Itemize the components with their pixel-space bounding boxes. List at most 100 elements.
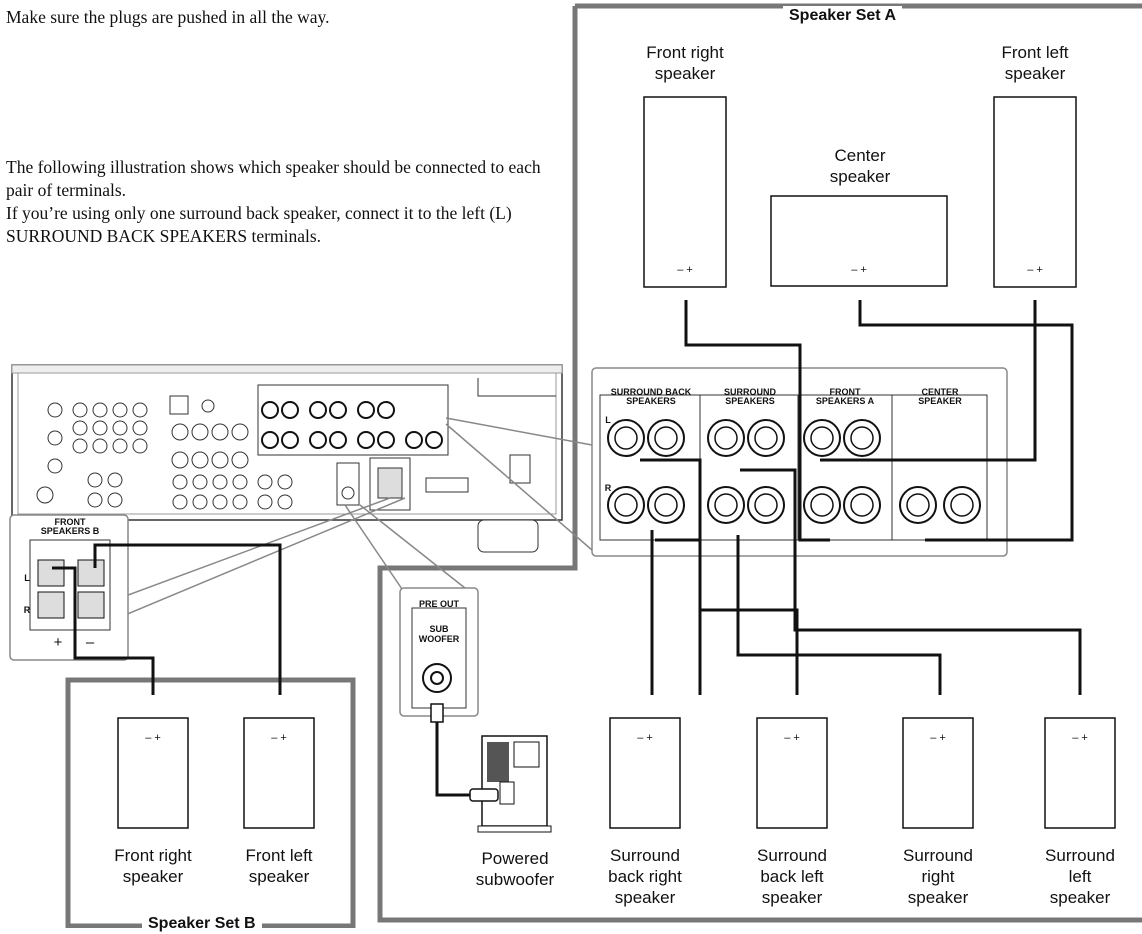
label-line: right — [921, 867, 955, 886]
label-line: speaker — [829, 167, 891, 186]
front-b-minus: – — [85, 634, 95, 651]
binding-post-inner — [714, 493, 738, 517]
label-line: CENTER — [921, 387, 959, 397]
front-b-r: R — [23, 605, 31, 615]
label-line: speaker — [1004, 64, 1066, 83]
front-b-plus: + — [53, 634, 63, 651]
label-line: SURROUND — [723, 387, 776, 397]
front-b-l: L — [24, 573, 30, 583]
set-b-title: Speaker Set B — [142, 914, 262, 934]
label-line: Powered — [481, 849, 549, 868]
label-front-right-a: Front right speaker — [615, 42, 755, 84]
label-line: Front left — [245, 846, 313, 865]
label-line: Front left — [1001, 43, 1069, 62]
box-front-left-b — [243, 717, 315, 829]
label-line: SPEAKERS A — [815, 396, 875, 406]
terminal-label-front-a: FRONT SPEAKERS A — [800, 388, 890, 406]
label-line: Surround — [610, 846, 680, 865]
pre-out-title: PRE OUT — [418, 599, 459, 609]
terminal-l-mark: L — [605, 415, 611, 425]
label-line: speaker — [122, 867, 184, 886]
box-sr — [902, 717, 974, 829]
terminal-r-mark: R — [604, 483, 612, 493]
binding-post-inner — [614, 493, 638, 517]
binding-post-inner — [850, 426, 874, 450]
polarity-front-right-a: – + — [677, 264, 693, 276]
polarity-front-left-a: – + — [1027, 264, 1043, 276]
label-line: Surround — [903, 846, 973, 865]
binding-post-inner — [906, 493, 930, 517]
binding-post-inner — [850, 493, 874, 517]
intro-paragraph: The following illustration shows which s… — [6, 156, 566, 248]
label-line: speaker — [1049, 888, 1111, 907]
speaker-boxes — [117, 96, 1116, 829]
label-line: back right — [608, 867, 682, 886]
binding-post-inner — [810, 426, 834, 450]
binding-post-inner — [754, 493, 778, 517]
label-line: speaker — [907, 888, 969, 907]
receiver-back-panel — [11, 364, 563, 553]
label-surround-left: Surround left speaker — [1020, 845, 1140, 908]
label-line: Surround — [1045, 846, 1115, 865]
label-front-right-b: Front right speaker — [93, 845, 213, 887]
binding-post-inner — [654, 426, 678, 450]
box-sl — [1044, 717, 1116, 829]
box-front-right-a — [643, 96, 727, 288]
label-line: SUB — [429, 624, 449, 634]
intro-note: Make sure the plugs are pushed in all th… — [6, 7, 330, 27]
label-front-left-b: Front left speaker — [219, 845, 339, 887]
set-a-frame — [377, 6, 1142, 923]
label-line: back left — [760, 867, 824, 886]
label-line: SPEAKERS — [725, 396, 775, 406]
label-line: Front right — [114, 846, 192, 865]
label-line: left — [1068, 867, 1092, 886]
label-surround-back-left: Surround back left speaker — [732, 845, 852, 908]
box-center — [770, 195, 948, 287]
label-line: FRONT — [54, 517, 86, 527]
front-b-panel — [9, 514, 129, 661]
binding-post-inner — [714, 426, 738, 450]
pre-out-sub: SUB WOOFER — [402, 624, 476, 644]
terminal-label-surround: SURROUND SPEAKERS — [705, 388, 795, 406]
polarity-sbl: – + — [784, 732, 800, 744]
intro-para2: If you’re using only one surround back s… — [6, 203, 512, 246]
label-line: SPEAKER — [918, 396, 962, 406]
terminal-label-center: CENTER SPEAKER — [895, 388, 985, 406]
label-line: speaker — [654, 64, 716, 83]
label-line: speaker — [248, 867, 310, 886]
binding-post-inner — [810, 493, 834, 517]
label-line: speaker — [761, 888, 823, 907]
box-front-right-b — [117, 717, 189, 829]
label-line: Surround — [757, 846, 827, 865]
box-sbr — [609, 717, 681, 829]
binding-post-inner — [654, 493, 678, 517]
box-front-left-a — [993, 96, 1077, 288]
label-line: Front right — [646, 43, 724, 62]
label-line: SURROUND BACK — [610, 387, 692, 397]
binding-post-inner — [950, 493, 974, 517]
label-line: speaker — [614, 888, 676, 907]
polarity-sr: – + — [930, 732, 946, 744]
label-center: Center speaker — [790, 145, 930, 187]
label-line: WOOFER — [418, 634, 460, 644]
polarity-front-left-b: – + — [271, 732, 287, 744]
subwoofer-box — [477, 735, 552, 833]
speaker-wires — [52, 300, 1082, 797]
label-surround-back-right: Surround back right speaker — [585, 845, 705, 908]
label-line: SPEAKERS — [626, 396, 676, 406]
intro-para1: The following illustration shows which s… — [6, 157, 541, 200]
front-b-title: FRONT SPEAKERS B — [20, 518, 120, 536]
polarity-sl: – + — [1072, 732, 1088, 744]
label-front-left-a: Front left speaker — [965, 42, 1105, 84]
polarity-front-right-b: – + — [145, 732, 161, 744]
box-sbl — [756, 717, 828, 829]
terminal-label-surround-back: SURROUND BACK SPEAKERS — [606, 388, 696, 406]
binding-post-inner — [614, 426, 638, 450]
polarity-center: – + — [851, 264, 867, 276]
set-a-title: Speaker Set A — [783, 6, 903, 26]
label-line: FRONT — [829, 387, 861, 397]
pre-out-panel — [399, 587, 479, 717]
label-line: SPEAKERS B — [40, 526, 100, 536]
label-subwoofer: Powered subwoofer — [455, 848, 575, 890]
